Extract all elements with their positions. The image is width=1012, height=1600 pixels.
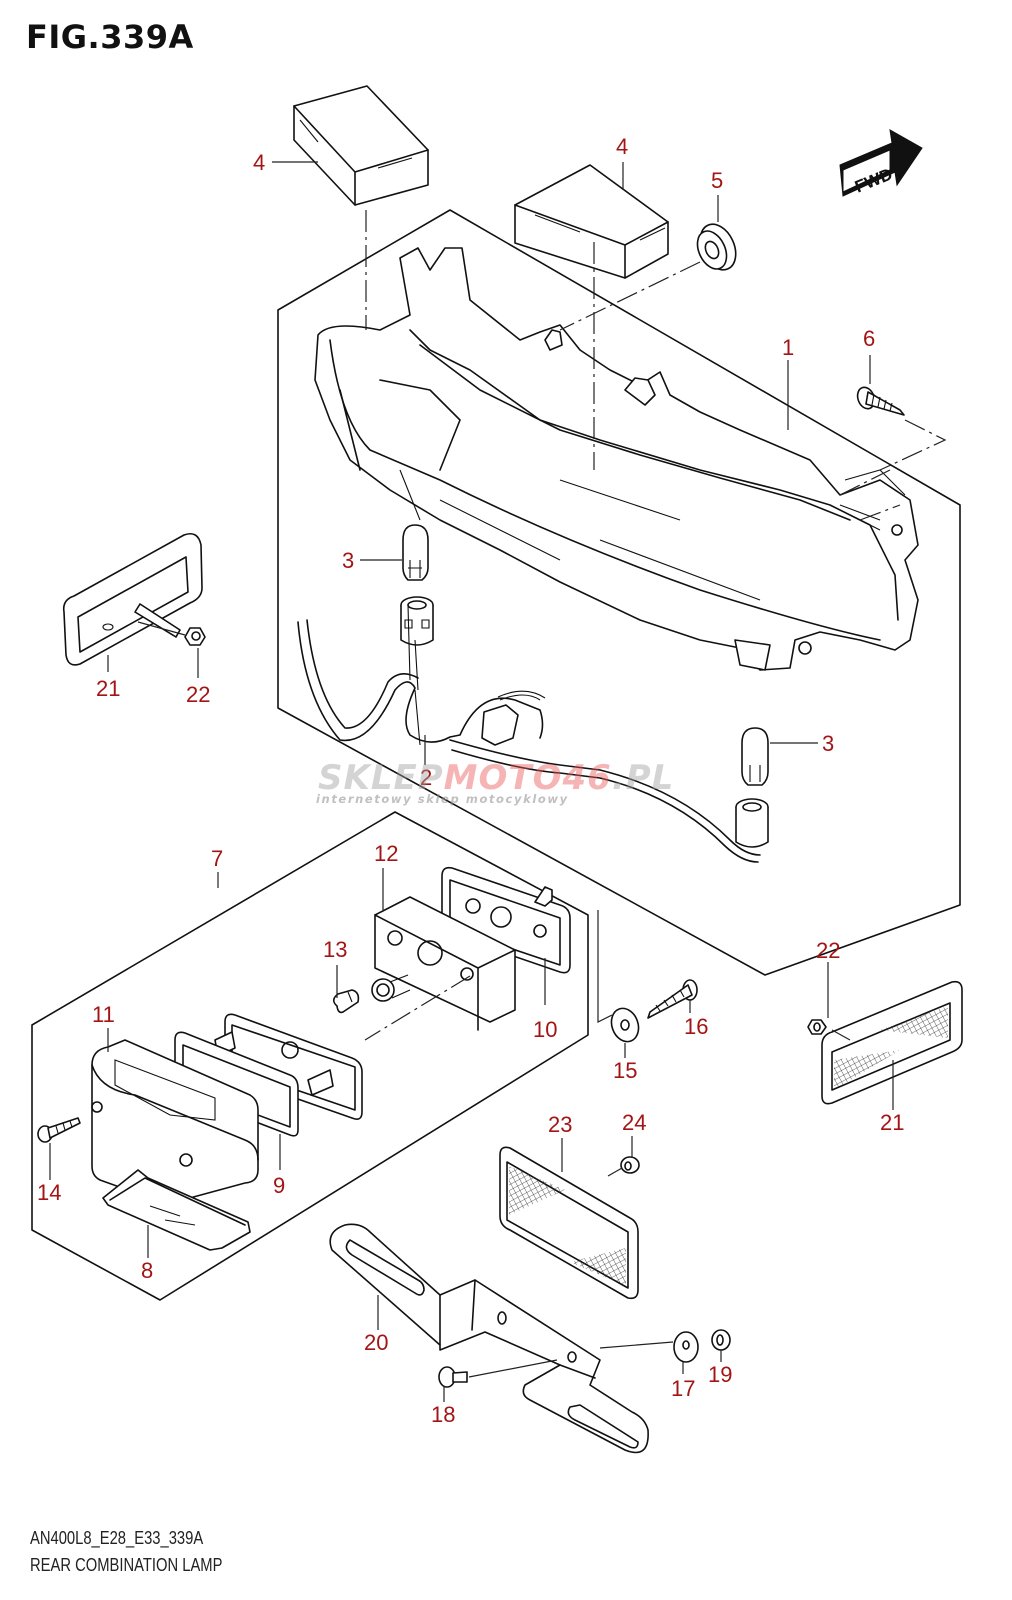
callout-20: 20 [364, 1330, 388, 1355]
figure-title: FIG.339A [26, 18, 194, 56]
callout-7: 7 [211, 846, 223, 871]
callout-10: 10 [533, 1017, 557, 1042]
callout-13: 13 [323, 937, 347, 962]
callout-14: 14 [37, 1180, 61, 1205]
callout-11: 11 [92, 1002, 115, 1027]
assembly-box-license-lamp [31, 811, 589, 1301]
leader-lines [49, 161, 947, 1402]
part-20-bracket [329, 1223, 649, 1454]
part-17-washer [673, 1331, 699, 1363]
callout-5: 5 [711, 168, 723, 193]
socket-left [400, 596, 434, 646]
part-3-bulb-left [402, 524, 429, 581]
part-16-screw [647, 979, 698, 1019]
part-13-bulb [332, 989, 360, 1014]
part-4-pad-center [514, 164, 669, 279]
part-21-reflector-left [62, 532, 203, 666]
fwd-arrow-icon: FWD [839, 129, 923, 197]
callout-9: 9 [273, 1173, 285, 1198]
callout-2: 2 [420, 765, 432, 790]
callout-1: 1 [782, 335, 794, 360]
callout-12: 12 [374, 841, 398, 866]
part-12-lamp-body [374, 896, 516, 1031]
part-5-grommet [696, 223, 737, 271]
callout-4b: 4 [616, 134, 628, 159]
callout-8: 8 [141, 1258, 153, 1283]
part-14-screw [37, 1117, 81, 1143]
part-23-reflector [499, 1146, 639, 1300]
part-4-pad-left [293, 85, 429, 206]
callout-19: 19 [708, 1362, 732, 1387]
callout-17: 17 [671, 1376, 695, 1401]
part-24-nut [620, 1156, 640, 1174]
callout-22a: 22 [186, 682, 210, 707]
callout-3a: 3 [342, 548, 354, 573]
part-2-wire-harness [297, 604, 761, 863]
callout-6: 6 [863, 326, 875, 351]
callout-3b: 3 [822, 731, 834, 756]
callout-22b: 22 [816, 938, 840, 963]
callout-21b: 21 [880, 1110, 904, 1135]
part-18-bolt [438, 1366, 468, 1388]
callout-23: 23 [548, 1112, 572, 1137]
assembly-box-main-lamp [277, 209, 961, 976]
part-15-washer [610, 1007, 640, 1043]
callout-18: 18 [431, 1402, 455, 1427]
callouts: 4 4 5 1 6 3 3 2 21 22 7 12 13 11 10 9 14… [37, 134, 904, 1427]
part-6-screw [856, 386, 905, 416]
callout-15: 15 [613, 1058, 637, 1083]
part-22-nut-left [184, 627, 206, 646]
callout-21a: 21 [96, 676, 120, 701]
figure-name: REAR COMBINATION LAMP [30, 1555, 223, 1575]
socket-right [735, 798, 769, 848]
socket-license [371, 974, 411, 1002]
part-3-bulb-right [741, 727, 769, 786]
figure-code: AN400L8_E28_E33_339A [30, 1528, 204, 1548]
part-21-reflector-right [807, 980, 963, 1105]
callout-16: 16 [684, 1014, 708, 1039]
part-8-lens-cover [102, 1169, 251, 1251]
part-19-nut [711, 1329, 731, 1351]
part-1-rear-lamp-housing [314, 247, 919, 671]
callout-4a: 4 [253, 150, 265, 175]
callout-24: 24 [622, 1110, 646, 1135]
part-10-gasket [441, 866, 571, 974]
